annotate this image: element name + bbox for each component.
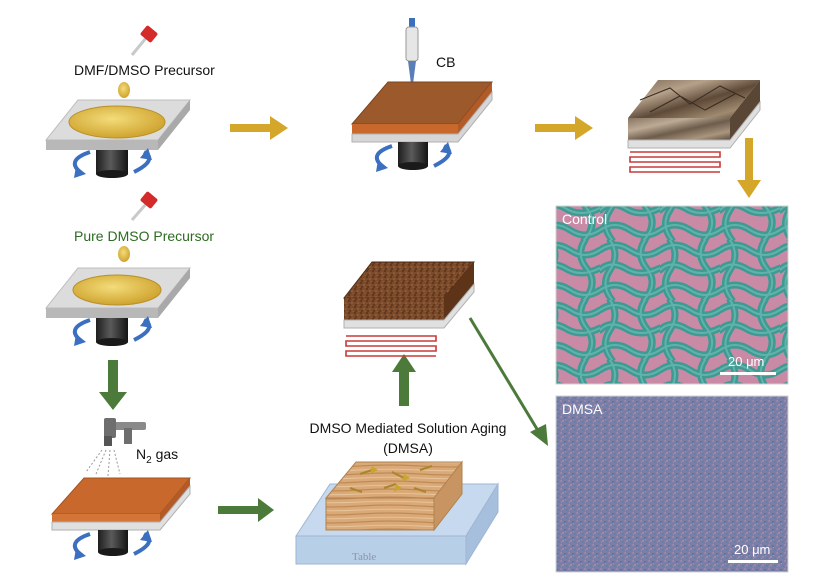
- control-scale-label: 20 μm: [728, 354, 765, 369]
- pure-dmso-precursor-label: Pure DMSO Precursor: [74, 228, 215, 244]
- step5-n2-gas: [50, 418, 192, 560]
- step1-spin-coater: [44, 25, 192, 178]
- n2-gas-label: N2 gas: [136, 446, 179, 466]
- dropper-icon-2: [118, 191, 158, 262]
- step2-antisolvent: [350, 18, 494, 172]
- gold-arrow-2: [535, 116, 593, 140]
- dmf-dmso-precursor-label: DMF/DMSO Precursor: [74, 62, 215, 78]
- control-scale-bar: [720, 372, 776, 375]
- gold-arrow-down: [737, 138, 761, 198]
- dmsa-scale-label: 20 μm: [734, 542, 771, 557]
- control-label: Control: [562, 211, 608, 227]
- table-label: Table: [352, 551, 377, 563]
- n2-gas-sub: 2: [146, 455, 152, 466]
- n2-gas-rest: gas: [151, 446, 179, 462]
- step4-pure-dmso-spin: [44, 191, 192, 346]
- micrograph-control: [555, 205, 789, 385]
- micrograph-dmsa: [555, 395, 789, 573]
- gold-arrow-1: [230, 116, 288, 140]
- step7-dmsa-film: [342, 261, 476, 357]
- green-arrow-diagonal: [468, 317, 548, 446]
- dmsa-scale-bar: [728, 560, 778, 563]
- gas-gun-icon: [85, 418, 146, 477]
- cb-label: CB: [436, 54, 456, 70]
- dropper-icon: [118, 25, 158, 98]
- green-arrow-up: [392, 354, 416, 406]
- step6-dmsa-aging: [295, 460, 499, 566]
- dmsa-title-line1: DMSO Mediated Solution Aging: [309, 420, 507, 436]
- green-arrow-right: [218, 498, 274, 522]
- step3-annealed-film: [627, 80, 761, 173]
- dmsa-title-line2: (DMSA): [383, 440, 433, 456]
- green-arrow-down: [99, 360, 127, 410]
- n2-gas-base: N: [136, 446, 147, 462]
- dmsa-label: DMSA: [562, 401, 603, 417]
